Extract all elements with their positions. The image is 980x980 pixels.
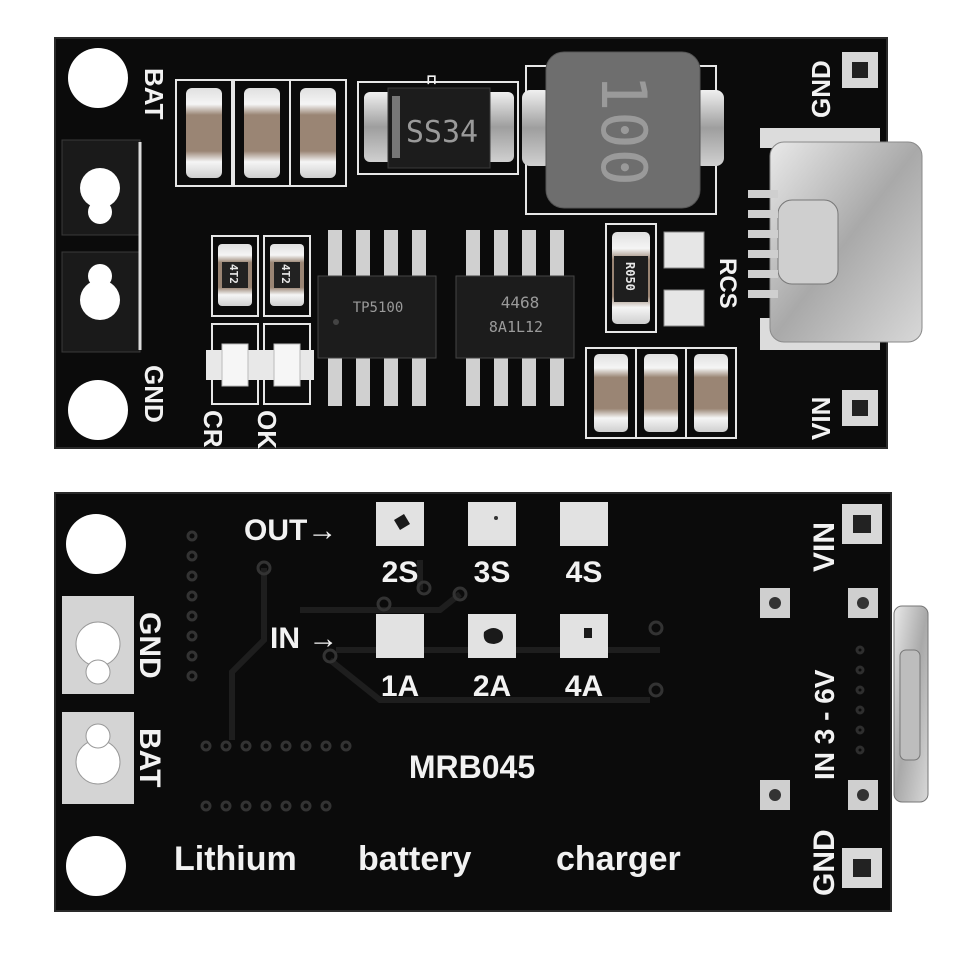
top-board: BAT GND SS34 ⊓ 100 <box>54 37 923 449</box>
label-gnd-bottom-left: GND <box>133 612 166 679</box>
label-rcs: RCS <box>714 258 741 309</box>
jumper-pad-4s <box>560 502 608 546</box>
tagline-battery: battery <box>358 840 471 878</box>
bottom-board: GND BAT <box>54 492 929 912</box>
sense-resistor-r050: R050 <box>605 223 657 333</box>
label-4a: 4A <box>565 670 603 703</box>
label-2s: 2S <box>382 556 419 589</box>
mosfet-ic-2: 4468 8A1L12 <box>455 230 575 406</box>
label-gnd-top-left: GND <box>139 365 169 423</box>
tagline-lithium: Lithium <box>174 840 297 878</box>
charger-ic-1: TP5100 <box>317 230 437 406</box>
label-out: OUT→ <box>244 514 337 547</box>
ic-2-marking-line2: 8A1L12 <box>489 318 543 336</box>
label-in: IN → <box>270 622 338 655</box>
mounting-hole <box>68 48 128 108</box>
label-3s: 3S <box>474 556 511 589</box>
mounting-hole <box>66 514 126 574</box>
label-bat-top: BAT <box>139 68 169 120</box>
usb-c-connector-top <box>748 128 923 350</box>
trace-vias <box>256 560 664 698</box>
mounting-hole <box>68 380 128 440</box>
resistor-pair: 4T2 4T2 <box>211 235 311 317</box>
ic-1-marking: TP5100 <box>353 300 404 316</box>
mounting-hole <box>66 836 126 896</box>
label-bat-bottom: BAT <box>133 728 166 787</box>
tagline-charger: charger <box>556 840 681 878</box>
rcs-pad <box>663 231 705 269</box>
via-column <box>186 530 352 812</box>
diode-marking: SS34 <box>406 115 478 150</box>
inductor-100: 100 <box>522 51 724 215</box>
resistor-2-marking: 4T2 <box>279 264 292 284</box>
label-4s: 4S <box>566 556 603 589</box>
usb-c-mounting-pads <box>760 588 878 810</box>
jumper-pad-1a <box>376 614 424 658</box>
status-leds <box>206 323 314 405</box>
label-vin-top: VIN <box>806 397 836 440</box>
label-vin-bottom: VIN <box>808 522 841 572</box>
label-gnd-top-right: GND <box>806 60 836 118</box>
label-in-range: IN 3 - 6V <box>809 669 840 780</box>
label-ok: OK <box>252 410 282 449</box>
label-1a: 1A <box>381 670 419 703</box>
ic-2-marking: 4468 <box>501 293 540 312</box>
inductor-marking: 100 <box>587 74 660 186</box>
battery-terminal-block <box>61 139 142 353</box>
sense-resistor-marking: R050 <box>623 262 637 291</box>
rcs-pad <box>663 289 705 327</box>
battery-pads-bottom <box>62 596 134 804</box>
usb-c-connector-bottom <box>893 605 929 803</box>
label-cr: CR <box>198 410 228 448</box>
diode-ss34: SS34 ⊓ <box>357 71 519 175</box>
jumper-pad-3s <box>468 502 516 546</box>
model-name: MRB045 <box>409 749 535 785</box>
via-column-right <box>855 645 865 755</box>
capacitor-row-top <box>175 79 347 187</box>
resistor-1-marking: 4T2 <box>227 264 240 284</box>
label-2a: 2A <box>473 670 511 703</box>
diode-polarity-mark: ⊓ <box>426 71 437 87</box>
label-gnd-bottom-right: GND <box>808 829 841 896</box>
capacitor-row-bottom <box>585 347 737 439</box>
